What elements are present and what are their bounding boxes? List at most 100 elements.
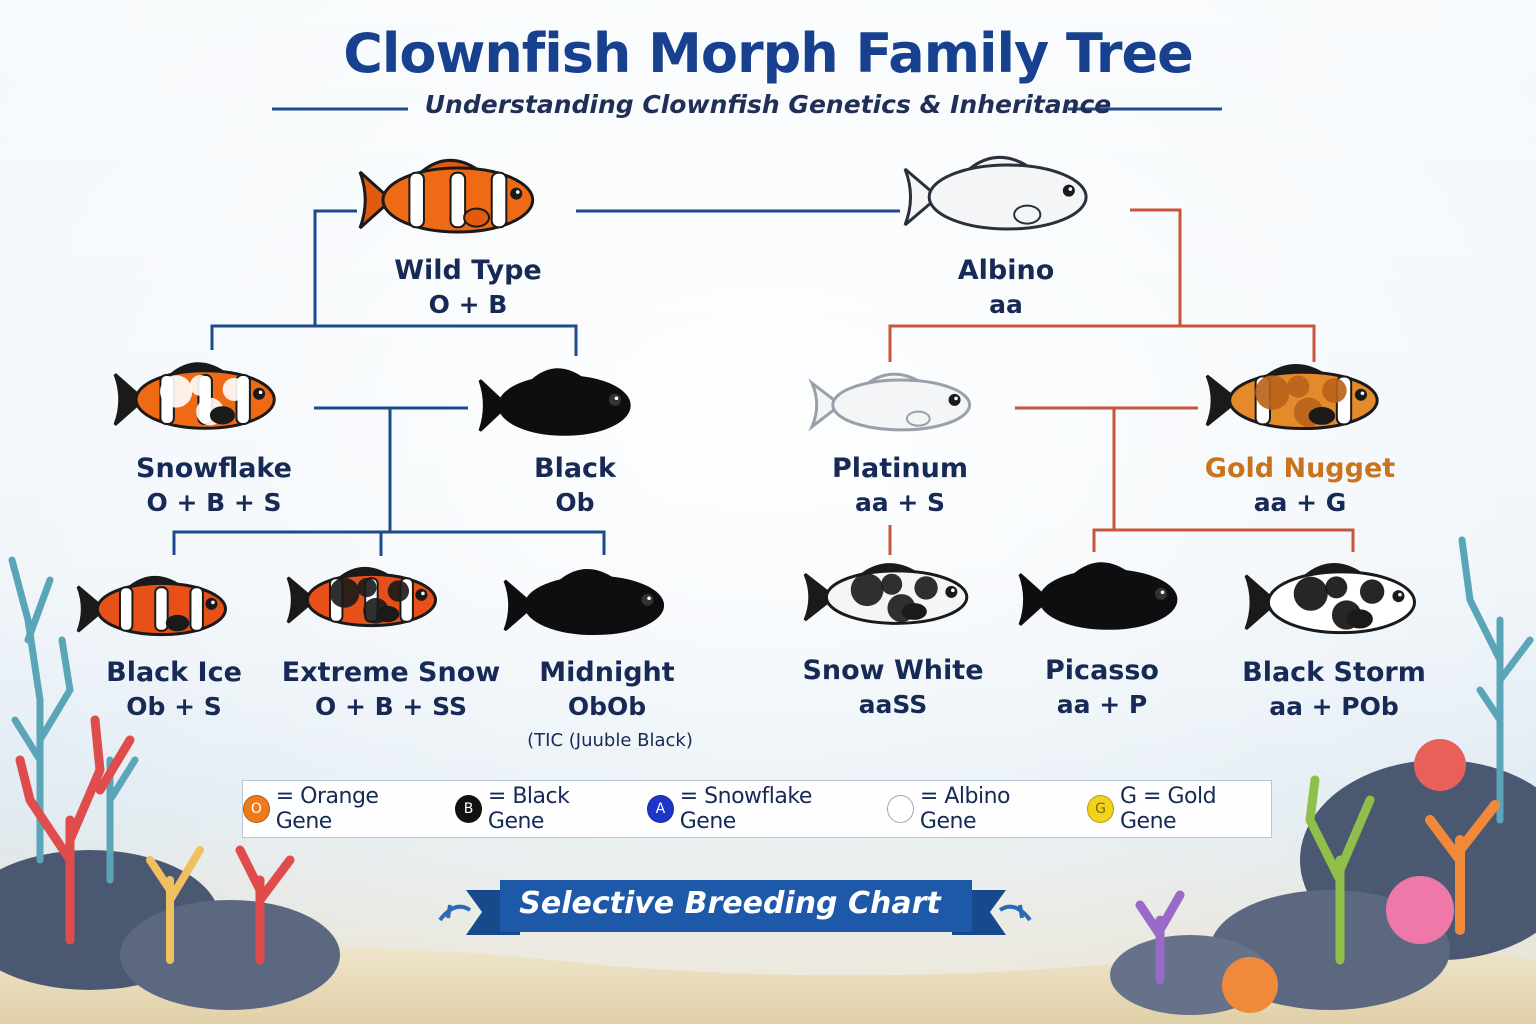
pectoral-fin [1346, 609, 1373, 629]
morph-label-black: Black Ob [425, 452, 725, 520]
eye [510, 187, 523, 200]
morph-name: Platinum [831, 453, 968, 484]
legend-item-snowflake-gene: A = Snowflake Gene [646, 784, 865, 834]
tail-fin [1018, 573, 1051, 626]
tail-fin [358, 170, 394, 230]
clownfish-wild-type-icon [358, 158, 535, 234]
morph-name: Snow White [802, 655, 984, 686]
morph-genotype: aa + S [854, 488, 946, 517]
tail-fin [286, 576, 317, 624]
fish-body [1039, 569, 1178, 630]
white-band [189, 586, 204, 632]
eye-highlight [1360, 391, 1365, 396]
pectoral-fin [165, 614, 190, 632]
clownfish-snowflake-icon [113, 362, 276, 430]
eye-highlight [951, 588, 955, 593]
albino-gene-swatch-icon [887, 795, 914, 823]
legend-label: = Orange Gene [275, 784, 379, 834]
eye [948, 393, 961, 406]
pattern-spot [1325, 576, 1348, 599]
legend-item-black-gene: B = Black Gene [455, 784, 625, 834]
tail-fin [478, 379, 509, 432]
morph-label-albino: Albino aa [856, 254, 1156, 322]
legend-item-albino-gene: = Albino Gene [887, 784, 1065, 834]
pattern-spot [850, 573, 884, 607]
morph-name: Midnight [539, 657, 675, 688]
clownfish-platinum-icon [808, 372, 972, 432]
banner-ribbon [438, 880, 1032, 935]
fish-body [927, 163, 1088, 231]
white-band [449, 171, 467, 229]
eye [608, 393, 621, 406]
morph-note-midnight: (TIC (Juuble Black) [527, 730, 693, 751]
eye-highlight [647, 596, 651, 601]
pectoral-fin [209, 406, 235, 425]
eye-highlight [614, 396, 619, 401]
morph-name: Snowflake [136, 453, 292, 484]
orange-gene-swatch-icon: O [243, 795, 270, 823]
eye [1062, 184, 1075, 197]
tail-fin [113, 373, 146, 426]
clownfish-black-ice-icon [76, 575, 228, 637]
page-title: Clownfish Morph Family Tree [343, 22, 1194, 85]
clownfish-albino-icon [903, 155, 1088, 231]
pattern-spot [1322, 378, 1347, 403]
connectors-right [888, 208, 1355, 555]
tail-fin [76, 585, 107, 633]
morph-name: Black Storm [1242, 657, 1426, 688]
pattern-spot [387, 580, 410, 602]
clownfish-black-storm-icon [1244, 563, 1417, 635]
morph-genotype: aaSS [858, 690, 928, 719]
pattern-spot [881, 573, 903, 595]
morph-label-snow-white: Snow White aaSS [743, 654, 1043, 722]
clownfish-snow-white-icon [803, 563, 969, 625]
morph-genotype: aa + POb [1269, 692, 1399, 721]
eye-highlight [211, 600, 215, 605]
morph-label-snowflake: Snowflake O + B + S [64, 452, 364, 520]
pectoral-fin [1112, 606, 1138, 625]
white-band [490, 171, 508, 229]
connectors-left [172, 209, 900, 556]
morph-label-midnight: Midnight ObOb [457, 656, 757, 724]
pectoral-fin [375, 605, 400, 623]
morph-name: Extreme Snow [281, 657, 501, 688]
eye-highlight [954, 396, 958, 401]
tail-fin [803, 572, 837, 622]
pectoral-fin [463, 207, 491, 228]
tail-fin [503, 579, 536, 632]
legend-item-gold-gene: G G = Gold Gene [1087, 784, 1271, 834]
legend-label: G = Gold Gene [1119, 784, 1217, 834]
morph-genotype: Ob [555, 488, 595, 517]
morph-genotype: O + B + SS [315, 692, 467, 721]
morph-genotype: O + B + S [146, 488, 282, 517]
morph-genotype: aa + G [1253, 488, 1347, 517]
clownfish-picasso-icon [1018, 562, 1178, 630]
morph-label-extreme-snow: Extreme Snow O + B + SS [241, 656, 541, 724]
eye-highlight [421, 591, 425, 596]
eye [945, 585, 958, 598]
page-subtitle: Understanding Clownfish Genetics & Inher… [424, 90, 1112, 119]
snowflake-gene-swatch-icon: A [646, 795, 674, 823]
white-band [408, 171, 425, 229]
pattern-spot [329, 577, 360, 608]
eye-highlight [515, 190, 520, 194]
pectoral-fin [598, 611, 624, 630]
morph-label-platinum: Platinum aa + S [750, 452, 1050, 520]
coral-right [1135, 536, 1534, 1013]
morph-name: Black Ice [106, 657, 242, 688]
pectoral-fin [1308, 406, 1336, 425]
eye-highlight [1398, 592, 1402, 597]
coral-left [8, 556, 295, 965]
tail-fin [1205, 374, 1241, 427]
tail-fin [903, 167, 941, 227]
eye [205, 597, 218, 610]
eye-highlight [1068, 187, 1073, 191]
morph-name: Albino [957, 255, 1055, 286]
pectoral-fin [1013, 204, 1042, 225]
pectoral-fin [568, 412, 593, 431]
pattern-spot [1255, 375, 1290, 410]
pattern-spot [160, 375, 193, 408]
pattern-spot [189, 375, 211, 396]
